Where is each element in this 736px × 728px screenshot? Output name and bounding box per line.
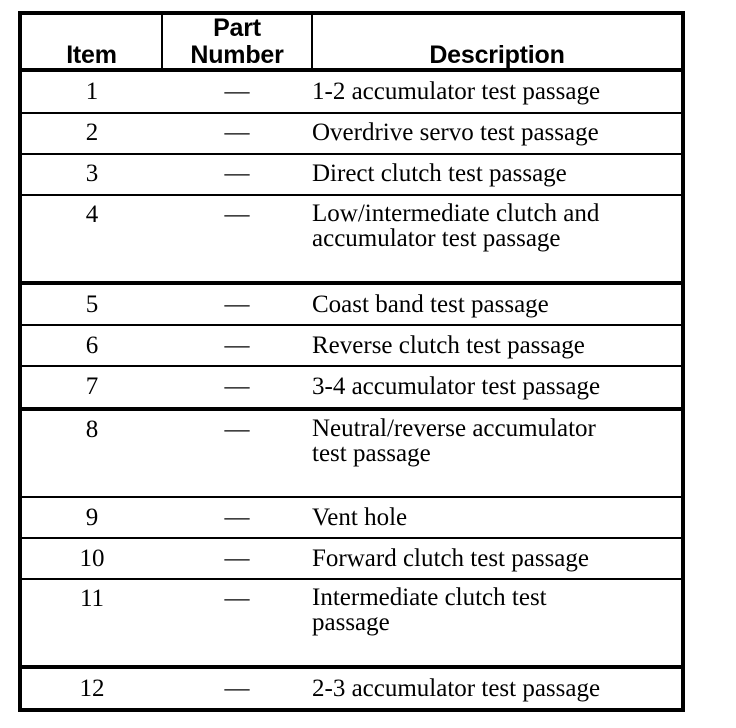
em-dash-placeholder: —	[224, 78, 250, 106]
description-line: 3-4 accumulator test passage	[312, 373, 601, 401]
em-dash-placeholder: —	[224, 544, 250, 572]
em-dash-placeholder: —	[224, 160, 250, 188]
cell-description: Direct clutch test passage	[312, 153, 681, 195]
column-header-description: Description	[312, 15, 681, 70]
description-line: Direct clutch test passage	[312, 160, 567, 188]
cell-item: 6	[22, 325, 162, 367]
table-row: 6 — Reverse clutch test passage	[22, 325, 681, 367]
cell-description: Forward clutch test passage	[312, 537, 681, 579]
description-line: Intermediate clutch test	[312, 583, 547, 611]
description-line: Vent hole	[312, 503, 408, 531]
parts-table-container: Item Part Number Description 1 — 1-2 accum…	[18, 11, 685, 712]
em-dash-placeholder: —	[224, 503, 250, 531]
cell-item: 12	[22, 666, 162, 708]
table-header: Item Part Number Description	[22, 15, 681, 70]
description-line: Reverse clutch test passage	[312, 331, 585, 359]
cell-item: 1	[22, 70, 162, 113]
description-line: Low/intermediate clutch and	[312, 199, 600, 227]
table-row: 5 — Coast band test passage	[22, 282, 681, 326]
em-dash-placeholder: —	[224, 119, 250, 147]
column-header-part-number: Part Number	[162, 14, 313, 70]
table-row: 12 — 2-3 accumulator test passage	[22, 666, 681, 708]
em-dash-placeholder: —	[224, 674, 250, 702]
cell-item: 10	[22, 537, 162, 579]
em-dash-placeholder: —	[224, 290, 250, 318]
description-line: Forward clutch test passage	[312, 544, 590, 572]
cell-part-number: —	[162, 325, 312, 367]
table-row: 10 — Forward clutch test passage	[22, 537, 681, 579]
cell-part-number: —	[162, 153, 312, 195]
cell-description: Overdrive servo test passage	[312, 112, 681, 154]
cell-description: Vent hole	[312, 496, 681, 538]
cell-description: Coast band test passage	[312, 282, 681, 326]
cell-item: 2	[22, 112, 162, 154]
description-line: 2-3 accumulator test passage	[312, 674, 601, 702]
description-line: test passage	[312, 440, 431, 468]
cell-part-number: —	[162, 496, 312, 538]
table-row: 3 — Direct clutch test passage	[22, 153, 681, 195]
cell-description: 2-3 accumulator test passage	[312, 666, 681, 708]
column-header-item: Item	[22, 15, 163, 70]
description-line: passage	[312, 609, 390, 637]
cell-part-number: —	[162, 666, 312, 708]
cell-description: 1-2 accumulator test passage	[312, 70, 681, 113]
cell-description: 3-4 accumulator test passage	[312, 366, 681, 409]
description-line: Overdrive servo test passage	[312, 119, 599, 147]
em-dash-placeholder: —	[224, 331, 250, 359]
parts-table: Item Part Number Description 1 — 1-2 accum…	[22, 15, 681, 708]
cell-item: 7	[22, 366, 162, 409]
cell-item: 9	[22, 496, 162, 538]
table-row: 9 — Vent hole	[22, 496, 681, 538]
table-body: 1 — 1-2 accumulator test passage 2 — Overdriv…	[22, 70, 681, 708]
cell-description: Reverse clutch test passage	[312, 325, 681, 367]
cell-part-number: —	[162, 366, 312, 409]
column-header-part-number-line2: Number	[190, 40, 284, 69]
table-row: 2 — Overdrive servo test passage	[22, 112, 681, 154]
cell-item: 5	[22, 282, 162, 326]
cell-part-number: —	[162, 408, 312, 497]
table-header-row: Item Part Number Description	[22, 15, 681, 70]
cell-part-number: —	[162, 282, 312, 326]
table-row: 1 — 1-2 accumulator test passage	[22, 70, 681, 113]
cell-item: 8	[22, 408, 162, 497]
description-line: 1-2 accumulator test passage	[312, 78, 601, 106]
cell-item: 3	[22, 153, 162, 195]
cell-item: 11	[22, 578, 162, 667]
em-dash-placeholder: —	[224, 200, 250, 228]
cell-part-number: —	[162, 70, 312, 113]
em-dash-placeholder: —	[224, 584, 250, 612]
cell-part-number: —	[162, 537, 312, 579]
description-line: accumulator test passage	[312, 225, 561, 253]
cell-part-number: —	[162, 578, 312, 667]
cell-part-number: —	[162, 112, 312, 154]
cell-part-number: —	[162, 194, 312, 283]
cell-item: 4	[22, 194, 162, 283]
description-line: Coast band test passage	[312, 290, 549, 318]
em-dash-placeholder: —	[224, 415, 250, 443]
column-header-part-number-line1: Part	[213, 14, 261, 42]
em-dash-placeholder: —	[224, 373, 250, 401]
table-row: 7 — 3-4 accumulator test passage	[22, 366, 681, 409]
description-line: Neutral/reverse accumulator	[312, 414, 596, 442]
